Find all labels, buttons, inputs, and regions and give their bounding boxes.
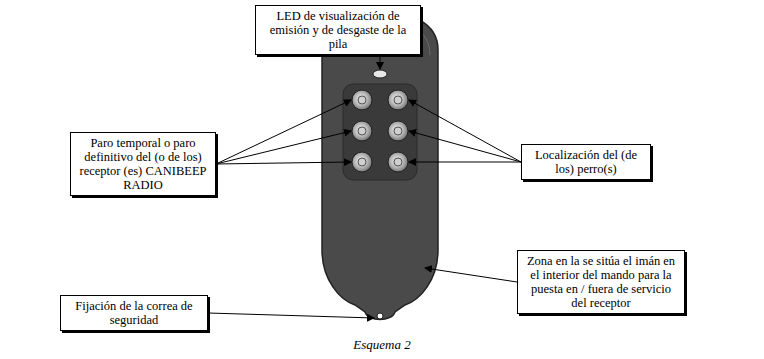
buttons-stop-callout: Paro temporal o paro definitivo del (o d… — [70, 132, 216, 196]
leader-line — [380, 55, 381, 69]
leader-line — [216, 100, 351, 164]
magnet-zone-callout: Zona en la se sitúa el imán en el interi… — [517, 250, 685, 314]
callout-text: Localización del (de los) perro(s) — [527, 148, 645, 176]
locate-callout: Localización del (de los) perro(s) — [521, 144, 651, 180]
leader-lines — [208, 55, 521, 318]
figure-caption: Esquema 2 — [0, 337, 764, 353]
led — [373, 70, 387, 78]
callout-text: LED de visualización de emisión y de des… — [261, 9, 415, 51]
led-callout: LED de visualización de emisión y de des… — [255, 5, 421, 55]
leader-line — [216, 162, 351, 164]
callout-text: Fijación de la correa de seguridad — [66, 299, 202, 327]
leader-line — [409, 162, 521, 163]
leader-line — [409, 100, 521, 162]
strap-callout: Fijación de la correa de seguridad — [60, 295, 208, 331]
callout-text: Paro temporal o paro definitivo del (o d… — [76, 136, 210, 192]
remote-body — [322, 12, 438, 320]
callout-text: Zona en la se sitúa el imán en el interi… — [523, 254, 679, 310]
leader-line — [216, 131, 351, 164]
buttons — [352, 90, 408, 172]
strap-hole — [377, 313, 383, 319]
leader-line — [208, 313, 374, 318]
leader-line — [425, 268, 517, 282]
leader-line — [409, 131, 521, 162]
